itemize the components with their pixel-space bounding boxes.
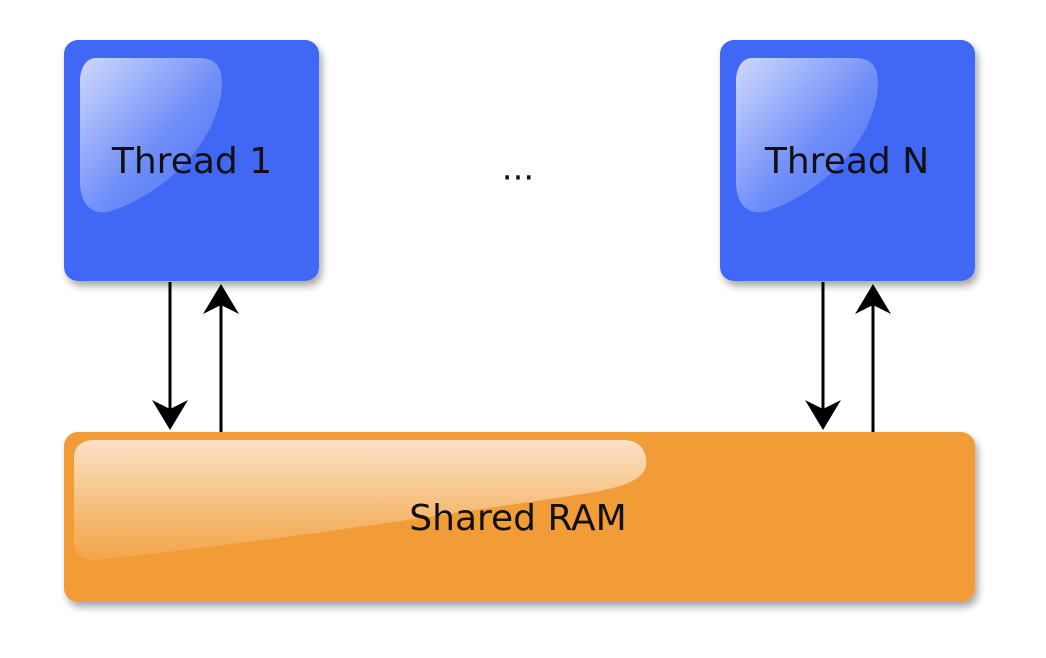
thread-n-node: Thread N: [720, 40, 975, 281]
thread-n-label: Thread N: [764, 141, 929, 182]
thread-1-arrows: [152, 282, 239, 432]
thread-1-node: Thread 1: [64, 40, 319, 281]
shared-ram-gloss: [74, 440, 647, 561]
thread-1-label: Thread 1: [111, 141, 272, 182]
ellipsis-label: ...: [502, 149, 534, 189]
thread-n-gloss: [736, 58, 878, 213]
thread-1-gloss: [80, 58, 222, 213]
thread-n-arrows: [805, 282, 891, 432]
shared-ram-label: Shared RAM: [409, 498, 626, 539]
shared-ram-node: Shared RAM: [64, 432, 975, 602]
